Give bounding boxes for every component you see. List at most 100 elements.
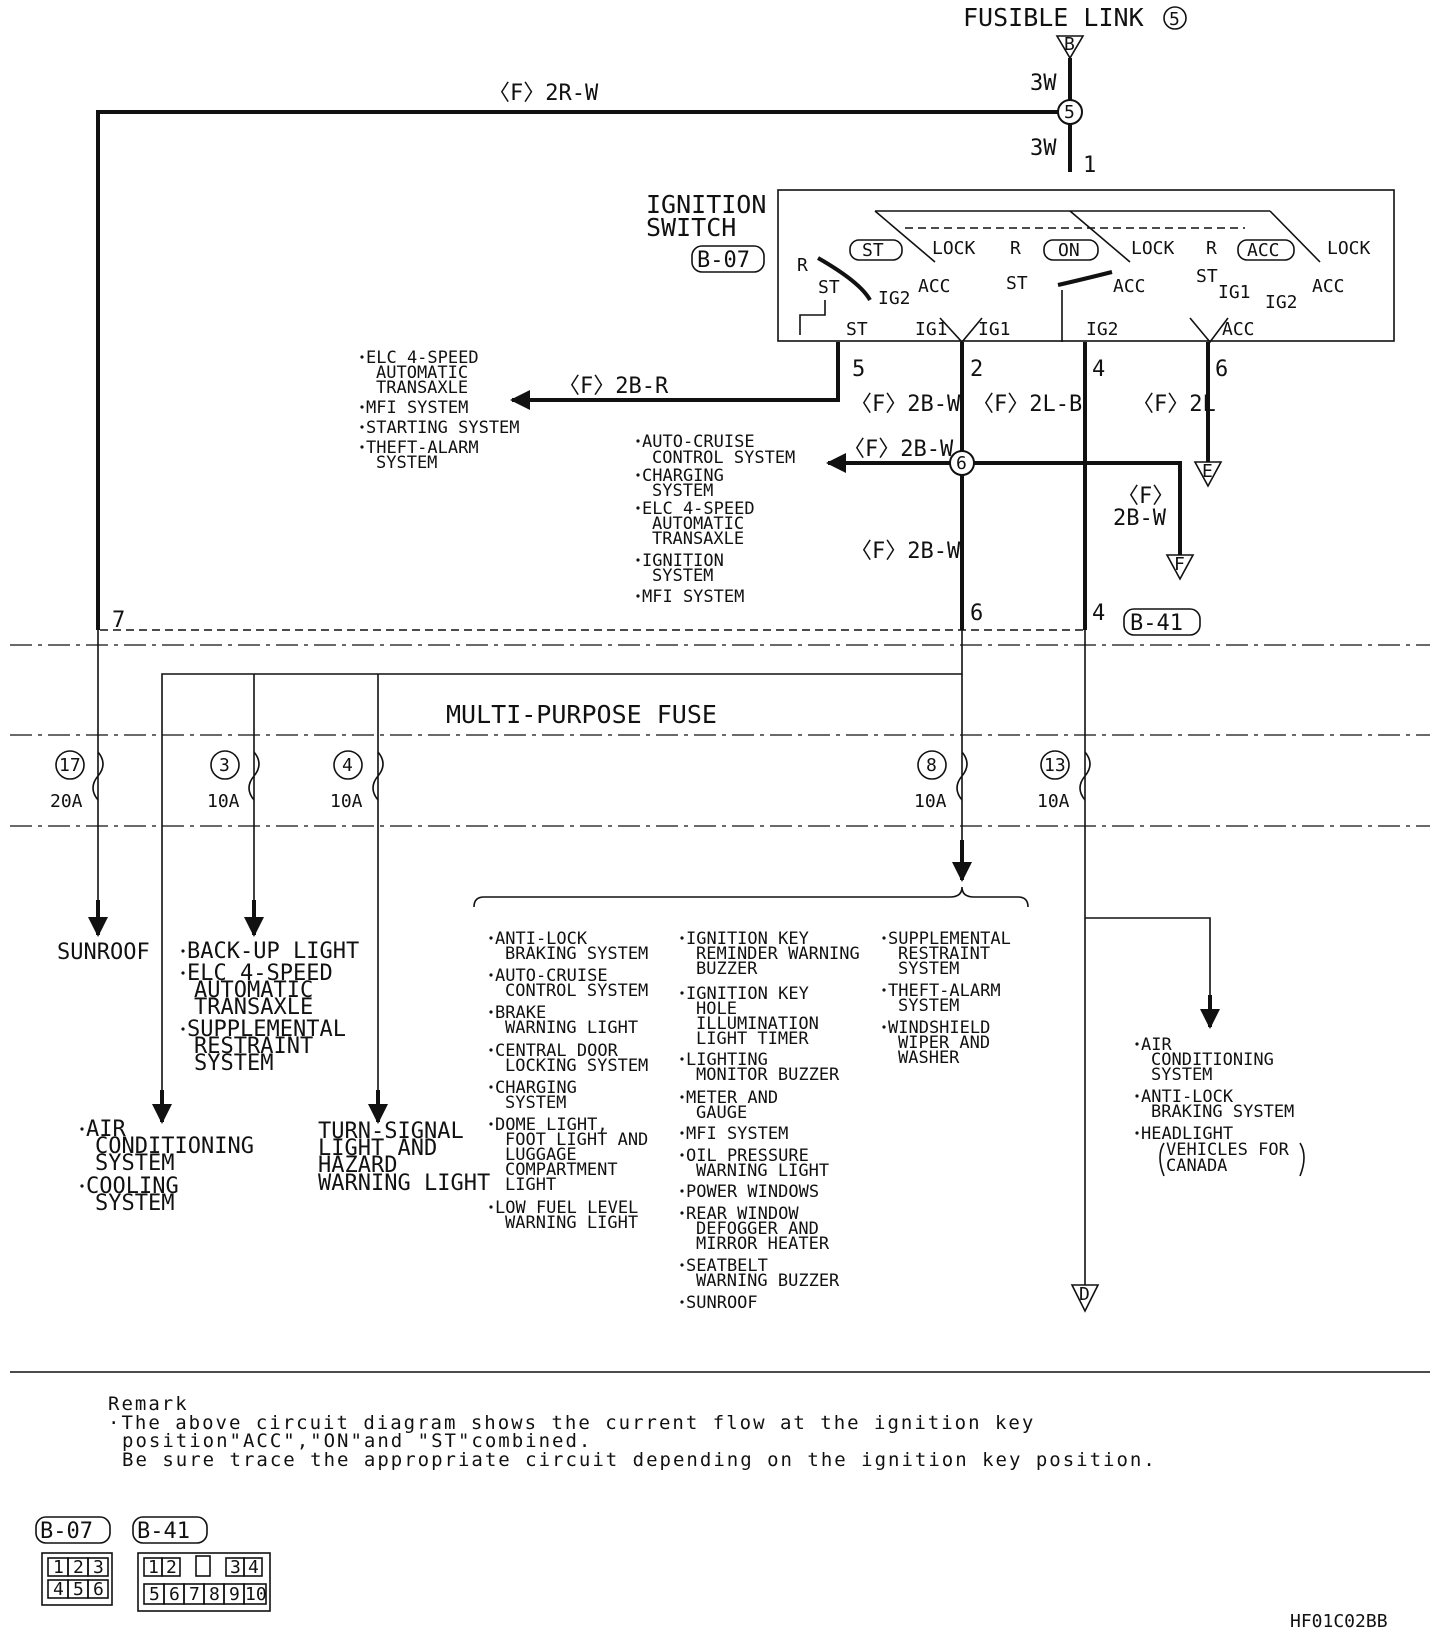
list-bullets <box>80 355 1139 1304</box>
diagram-code: HF01C02BB <box>1290 1611 1388 1632</box>
sw3-st: ST <box>1196 266 1218 287</box>
connector-b41-badge <box>1123 608 1201 636</box>
junction-6 <box>949 450 975 476</box>
ig1-list-item: TRANSAXLE <box>652 529 744 549</box>
fuse-number-circle <box>55 750 85 780</box>
fuse-element <box>372 751 384 801</box>
wire-2l-b-label: 〈F〉2L-B <box>972 392 1082 417</box>
fuse-rating: 10A <box>330 791 363 812</box>
fuse-17: 17 20A <box>50 750 104 812</box>
wire-2r-w <box>96 110 1058 630</box>
wire-2b-w-label: 〈F〉2B-W <box>850 392 961 417</box>
fuse-number-circle <box>1040 750 1070 780</box>
load-item: LIGHT AND <box>318 1136 437 1161</box>
load-item: ANTI-LOCK <box>1141 1087 1234 1107</box>
pin-label: 6 <box>93 1579 104 1600</box>
load-item: CONDITIONING <box>1151 1050 1274 1070</box>
sw3-ig2: IG2 <box>1265 292 1298 313</box>
load-sunroof: SUNROOF <box>57 940 150 965</box>
load-item: WARNING LIGHT <box>696 1161 829 1181</box>
load-item: TRANSAXLE <box>194 995 313 1020</box>
term-acc: ACC <box>1222 319 1255 340</box>
fuse-number: 13 <box>1044 755 1066 776</box>
st-list-item: MFI SYSTEM <box>366 398 468 418</box>
load-item: SUNROOF <box>686 1293 758 1313</box>
connector-b07-badge <box>691 245 765 273</box>
sw2-lock: LOCK <box>1131 238 1175 259</box>
term-ig1-b: IG1 <box>978 319 1011 340</box>
switch-arm-1 <box>874 210 936 263</box>
ig1-list-item: SYSTEM <box>652 566 713 586</box>
connector-view-b07: 1 2 3 4 5 6 <box>41 1552 113 1606</box>
ig1-list-item: IGNITION <box>642 551 724 571</box>
load-item: RESTRAINT <box>898 944 990 964</box>
load-item: BUZZER <box>696 959 758 979</box>
fuse8-brace <box>473 886 1029 908</box>
load-item: HAZARD <box>318 1153 397 1178</box>
remark-line-2: position"ACC","ON"and "ST"combined. <box>122 1430 592 1452</box>
pin-label: 5 <box>73 1579 84 1600</box>
sw1-lock: LOCK <box>932 238 976 259</box>
load-item: THEFT-ALARM <box>888 981 1001 1001</box>
fuse-element <box>248 751 260 801</box>
fusible-link-label: FUSIBLE LINK <box>963 3 1144 32</box>
term-ig2: IG2 <box>1086 319 1119 340</box>
fuse-number: 8 <box>926 755 937 776</box>
pin-label: 10 <box>245 1584 267 1605</box>
load-item: CANADA <box>1166 1156 1227 1176</box>
ignition-switch-box <box>777 189 1395 342</box>
load-item: BRAKE <box>495 1003 546 1023</box>
load-item: LIGHT <box>505 1175 556 1195</box>
pin-label: 9 <box>229 1584 240 1605</box>
pin-6b: 6 <box>970 601 983 626</box>
load-item: IGNITION KEY <box>686 929 809 949</box>
load-item: MFI SYSTEM <box>686 1124 788 1144</box>
fuse-number: 17 <box>59 755 81 776</box>
load-item: COOLING <box>86 1174 179 1199</box>
ig1-list-item: AUTO-CRUISE <box>642 432 755 452</box>
wire-3w-bottom: 3W <box>1030 136 1057 161</box>
sw3-r: R <box>1206 238 1217 259</box>
connector-f-label: F <box>1174 554 1185 575</box>
connector-b41-label: B-41 <box>1130 611 1183 636</box>
load-item: LUGGAGE <box>505 1145 577 1165</box>
connector-b-label: B <box>1064 34 1075 55</box>
load-item: WARNING LIGHT <box>505 1213 638 1233</box>
term-st: ST <box>846 319 868 340</box>
switch-arm-2 <box>1069 210 1131 263</box>
load-item: SUPPLEMENTAL <box>888 929 1011 949</box>
fuse-rating: 10A <box>207 791 240 812</box>
st-list-item: STARTING SYSTEM <box>366 418 520 438</box>
pin-label: 4 <box>53 1579 64 1600</box>
wire-2b-r <box>510 342 840 410</box>
mode-acc-badge <box>1237 239 1295 261</box>
pin-label: 3 <box>93 1557 104 1578</box>
load-item: HEADLIGHT <box>1141 1124 1233 1144</box>
load-aircon-list: AIR CONDITIONING SYSTEM COOLING SYSTEM <box>86 1117 254 1216</box>
load-item: RESTRAINT <box>194 1034 313 1059</box>
load-item: WARNING BUZZER <box>696 1271 840 1291</box>
load-col4-list: AIR CONDITIONING SYSTEM ANTI-LOCK BRAKIN… <box>1141 1035 1305 1177</box>
pin-label: 1 <box>148 1557 159 1578</box>
pin-label: 2 <box>73 1557 84 1578</box>
sw3-ig1: IG1 <box>1218 282 1251 303</box>
wire-2r-w-label: 〈F〉2R-W <box>488 81 599 106</box>
fuse-4: 4 10A <box>330 750 384 812</box>
splice-5-label: 5 <box>1064 102 1075 123</box>
load-item: ANTI-LOCK <box>495 929 588 949</box>
load-item: SYSTEM <box>898 996 959 1016</box>
connector-f-symbol <box>1165 554 1195 581</box>
ig1-list-item: ELC 4-SPEED <box>642 499 755 519</box>
pin-6: 6 <box>1215 357 1228 382</box>
pin-4: 4 <box>1092 357 1105 382</box>
load-item: CONTROL SYSTEM <box>505 981 648 1001</box>
load-item: LOW FUEL LEVEL <box>495 1198 638 1218</box>
load-item: AIR <box>1141 1035 1172 1055</box>
load-item: BRAKING SYSTEM <box>505 944 648 964</box>
load-item: TURN-SIGNAL <box>318 1119 464 1144</box>
load-item: ELC 4-SPEED <box>187 961 333 986</box>
ig1-list-item: CHARGING <box>642 466 724 486</box>
load-item: CENTRAL DOOR <box>495 1041 619 1061</box>
load-item: AUTO-CRUISE <box>495 966 608 986</box>
